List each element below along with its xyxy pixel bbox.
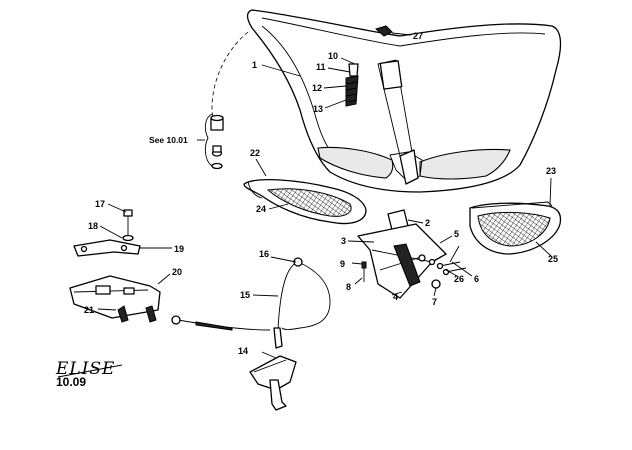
callout-labels: 1 2 3 4 5 6 7 8 9 10 11 12 13 14 15 16 1… [84,31,558,356]
callout-27: 27 [413,31,423,41]
callout-22: 22 [250,148,260,158]
callout-21: 21 [84,305,94,315]
callout-25: 25 [548,254,558,264]
see-reference-label: See 10.01 [149,135,188,145]
callout-19: 19 [174,244,184,254]
callout-13: 13 [313,104,323,114]
callout-6: 6 [474,274,479,284]
callout-15: 15 [240,290,250,300]
front-clamshell [246,9,562,193]
latch-bracket [347,209,473,299]
callout-26: 26 [454,274,464,284]
callout-leaders [197,64,552,257]
left-intake-grille [243,178,367,225]
release-cable [177,256,331,331]
callout-18: 18 [88,221,98,231]
callout-1: 1 [252,60,257,70]
callout-11: 11 [316,62,326,72]
callout-9: 9 [340,259,345,269]
brand-underline [57,364,123,378]
bonnet-stay-assembly [323,57,359,109]
callout-8: 8 [346,282,351,292]
callout-7: 7 [432,297,437,307]
callout-2: 2 [425,218,430,228]
right-intake-grille [469,201,562,255]
callout-14: 14 [238,346,248,356]
see-10-01-hardware [204,113,224,170]
callout-4: 4 [393,292,398,302]
left-bracket-assembly [69,203,181,325]
callout-20: 20 [172,267,182,277]
page-number: 10.09 [56,375,86,389]
callout-12: 12 [312,83,322,93]
callout-24: 24 [256,204,266,214]
callout-17: 17 [95,199,105,209]
part-27-clip [374,25,412,37]
callout-23: 23 [546,166,556,176]
brand-logo: ELISE [55,359,115,379]
callout-5: 5 [454,229,459,239]
callout-10: 10 [328,51,338,61]
callout-3: 3 [341,236,346,246]
callout-16: 16 [259,249,269,259]
release-handle [249,327,297,411]
